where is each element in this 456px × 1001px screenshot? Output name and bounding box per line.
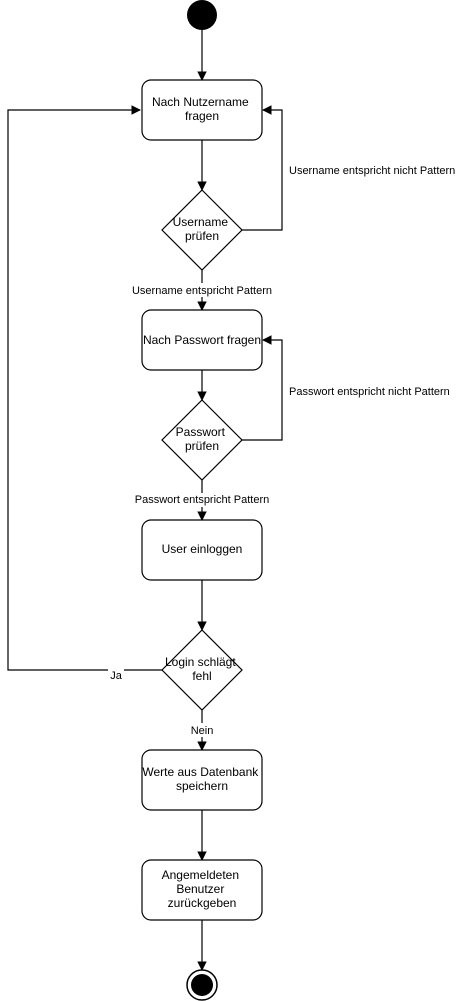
login-fails-label-1: Login schlägt	[165, 655, 236, 669]
check-username-label-2: prüfen	[185, 229, 219, 243]
label-yes: Ja	[110, 670, 123, 682]
decision-check-password: Passwort prüfen	[161, 399, 243, 481]
svg-text:Nach Passwort fragen: Nach Passwort fragen	[143, 333, 261, 347]
start-node	[187, 0, 217, 30]
svg-text:User einloggen: User einloggen	[162, 542, 243, 556]
check-password-label-2: prüfen	[185, 439, 219, 453]
end-node	[186, 969, 218, 1001]
action-return-user: Angemeldeten Benutzer zurückgeben	[141, 859, 263, 921]
edge-username-invalid-loop	[242, 105, 283, 231]
save-values-label-1: Werte aus Datenbank	[142, 765, 259, 779]
svg-text:Passwort prüfen: Passwort prüfen	[176, 425, 229, 453]
svg-text:Login schlägt fehl: Login schlägt fehl	[165, 655, 239, 683]
return-user-label-2: Benutzer	[176, 882, 224, 896]
svg-text:Username prüfen: Username prüfen	[173, 215, 232, 243]
check-username-label-1: Username	[173, 215, 229, 229]
save-values-label-2: speichern	[176, 779, 228, 793]
action-login-user: User einloggen	[141, 519, 263, 581]
action-ask-username: Nach Nutzername fragen	[141, 79, 263, 141]
decision-login-fails: Login schlägt fehl	[161, 629, 243, 711]
login-fails-label-2: fehl	[192, 669, 211, 683]
return-user-label-1: Angemeldeten	[162, 868, 239, 882]
ask-password-label: Nach Passwort fragen	[143, 333, 261, 347]
ask-username-label-2: fragen	[185, 109, 219, 123]
svg-text:Werte aus Datenbank spei: Werte aus Datenbank speichern	[142, 765, 261, 793]
edge-password-invalid-loop	[242, 335, 283, 441]
check-password-label-1: Passwort	[176, 425, 226, 439]
login-user-label: User einloggen	[162, 542, 243, 556]
action-save-values: Werte aus Datenbank speichern	[141, 749, 263, 811]
label-username-pattern: Username entspricht Pattern	[132, 285, 272, 297]
return-user-label-3: zurückgeben	[168, 896, 237, 910]
edges	[7, 30, 283, 971]
svg-text:Nach Nutzername fragen: Nach Nutzername fragen	[152, 95, 252, 123]
label-no: Nein	[191, 725, 214, 737]
svg-text:Angemeldeten Benutzer: Angemeldeten Benutzer zurückgeben	[162, 868, 243, 910]
label-username-not-pattern: Username entspricht nicht Pattern	[289, 165, 455, 177]
label-password-pattern: Passwort entspricht Pattern	[135, 494, 270, 506]
ask-username-label-1: Nach Nutzername	[152, 95, 249, 109]
edge-login-fails-yes-loop	[7, 105, 162, 671]
label-password-not-pattern: Passwort entspricht nicht Pattern	[289, 386, 450, 398]
action-ask-password: Nach Passwort fragen	[141, 309, 263, 371]
decision-check-username: Username prüfen	[161, 189, 243, 271]
